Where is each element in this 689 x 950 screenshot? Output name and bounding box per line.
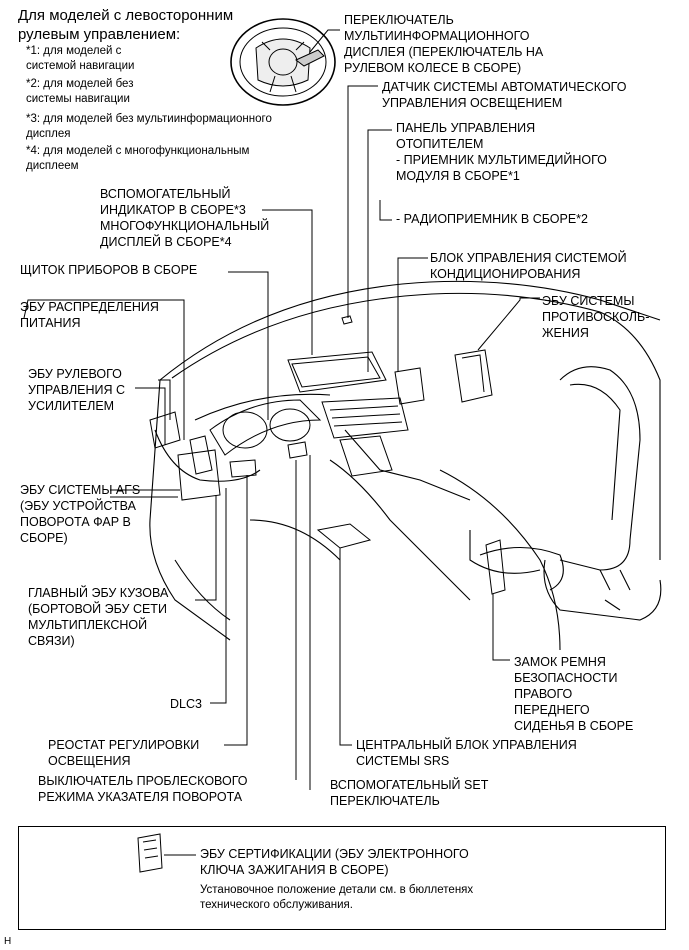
label-rheostat: РЕОСТАТ РЕГУЛИРОВКИ ОСВЕЩЕНИЯ: [48, 738, 200, 768]
corner-mark: H: [4, 936, 12, 947]
note-1: *1: для моделей с системой навигации: [26, 45, 135, 72]
label-dlc3: DLC3: [170, 697, 202, 711]
note-3: *3: для моделей без мультиинформационног…: [26, 113, 272, 140]
label-combination-meter: ЩИТОК ПРИБОРОВ В СБОРЕ: [20, 263, 198, 277]
label-ac-amplifier: БЛОК УПРАВЛЕНИЯ СИСТЕМОЙ КОНДИЦИОНИРОВАН…: [430, 251, 627, 281]
label-srs-center: ЦЕНТРАЛЬНЫЙ БЛОК УПРАВЛЕНИЯ СИСТЕМЫ SRS: [356, 738, 577, 768]
label-eps-ecu: ЭБУ РУЛЕВОГО УПРАВЛЕНИЯ С УСИЛИТЕЛЕМ: [28, 367, 126, 413]
label-auto-light-sensor: ДАТЧИК СИСТЕМЫ АВТОМАТИЧЕСКОГО УПРАВЛЕНИ…: [382, 80, 627, 110]
note-2: *2: для моделей без системы навигации: [26, 78, 134, 105]
label-aux-set-switch: ВСПОМОГАТЕЛЬНЫЙ SET ПЕРЕКЛЮЧАТЕЛЬ: [330, 778, 489, 808]
label-heater-panel: ПАНЕЛЬ УПРАВЛЕНИЯ ОТОПИТЕЛЕМ - ПРИЕМНИК …: [396, 121, 607, 183]
cert-ecu-icon: [137, 833, 196, 873]
label-main-body-ecu: ГЛАВНЫЙ ЭБУ КУЗОВА (БОРТОВОЙ ЭБУ СЕТИ МУ…: [28, 586, 169, 648]
label-aux-indicator: ВСПОМОГАТЕЛЬНЫЙ ИНДИКАТОР В СБОРЕ*3 МНОГ…: [100, 187, 270, 249]
footer-note: Установочное положение детали см. в бюлл…: [200, 884, 474, 911]
label-seatbelt-buckle: ЗАМОК РЕМНЯ БЕЗОПАСНОСТИ ПРАВОГО ПЕРЕДНЕ…: [514, 655, 634, 733]
note-4: *4: для моделей с многофункциональным ди…: [26, 145, 250, 172]
footer-box: [18, 826, 666, 930]
steering-wheel-inset: [230, 18, 336, 106]
leader-lines: [23, 29, 540, 790]
label-radio-receiver: - РАДИОПРИЕМНИК В СБОРЕ*2: [396, 212, 588, 226]
label-cert-ecu: ЭБУ СЕРТИФИКАЦИИ (ЭБУ ЭЛЕКТРОННОГО КЛЮЧА…: [200, 847, 469, 877]
diagram-title: Для моделей с левосторонним рулевым упра…: [18, 7, 234, 43]
interior-outline: [149, 280, 662, 651]
label-power-dist-ecu: ЭБУ РАСПРЕДЕЛЕНИЯ ПИТАНИЯ: [20, 300, 159, 330]
label-multi-info-switch: ПЕРЕКЛЮЧАТЕЛЬ МУЛЬТИИНФОРМАЦИОННОГО ДИСП…: [344, 13, 544, 75]
components: [149, 315, 506, 595]
label-afs-ecu: ЭБУ СИСТЕМЫ AFS (ЭБУ УСТРОЙСТВА ПОВОРОТА…: [20, 483, 141, 545]
label-pre-crash-ecu: ЭБУ СИСТЕМЫ ПРОТИВОСКОЛЬ- ЖЕНИЯ: [542, 294, 650, 340]
label-hazard-switch: ВЫКЛЮЧАТЕЛЬ ПРОБЛЕСКОВОГО РЕЖИМА УКАЗАТЕ…: [38, 774, 248, 804]
